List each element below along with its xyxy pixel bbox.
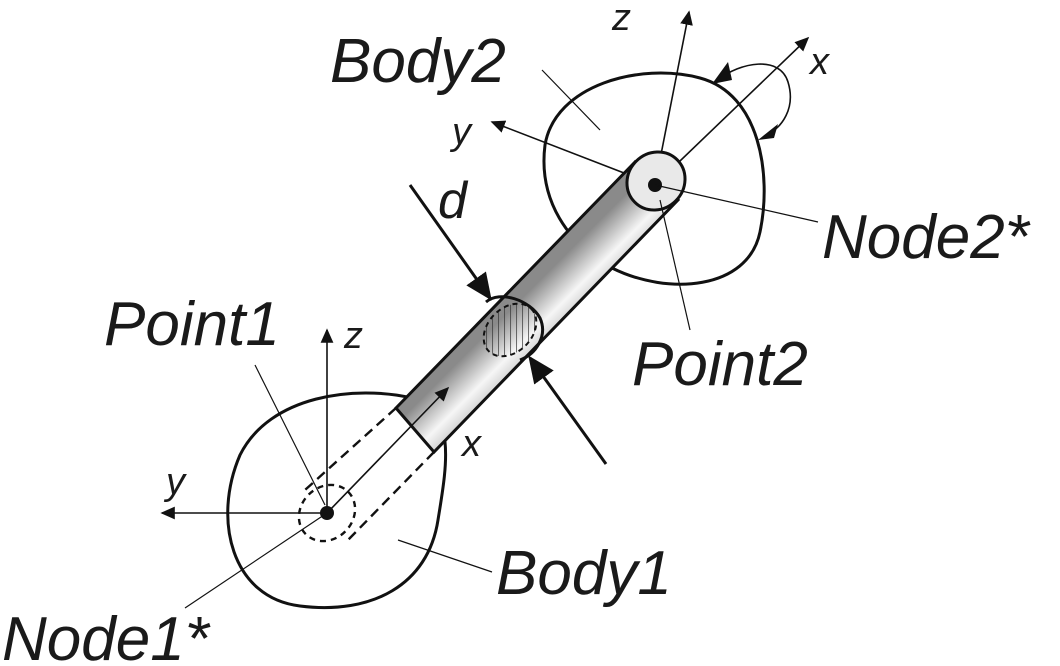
body1-y-label: y bbox=[163, 461, 187, 503]
body1-label: Body1 bbox=[496, 539, 672, 608]
point1-leader bbox=[254, 364, 326, 506]
body1-leader bbox=[397, 539, 493, 573]
body1-z-label: z bbox=[343, 315, 363, 357]
body2-x-axis bbox=[654, 36, 810, 186]
node2-label: Node2* bbox=[822, 203, 1031, 272]
diameter-arrow-bottom bbox=[528, 355, 608, 465]
body2-leader bbox=[541, 69, 601, 131]
point2-label: Point2 bbox=[632, 330, 808, 399]
diameter-label: d bbox=[438, 172, 469, 230]
body2-y-label: y bbox=[449, 111, 473, 153]
body2-label: Body2 bbox=[330, 27, 506, 96]
body2-x-label: x bbox=[808, 41, 831, 83]
point2-leader bbox=[659, 199, 691, 331]
point1-label: Point1 bbox=[104, 290, 280, 359]
node2-leader bbox=[654, 184, 819, 223]
node1-leader bbox=[184, 512, 328, 609]
diameter-arrow-top bbox=[408, 184, 492, 301]
body2-z-label: z bbox=[611, 0, 631, 39]
node1-label: Node1* bbox=[2, 605, 211, 666]
rotation-arrow-icon bbox=[717, 63, 792, 136]
body1-x-axis bbox=[326, 386, 450, 514]
body1-x-label: x bbox=[460, 423, 483, 465]
